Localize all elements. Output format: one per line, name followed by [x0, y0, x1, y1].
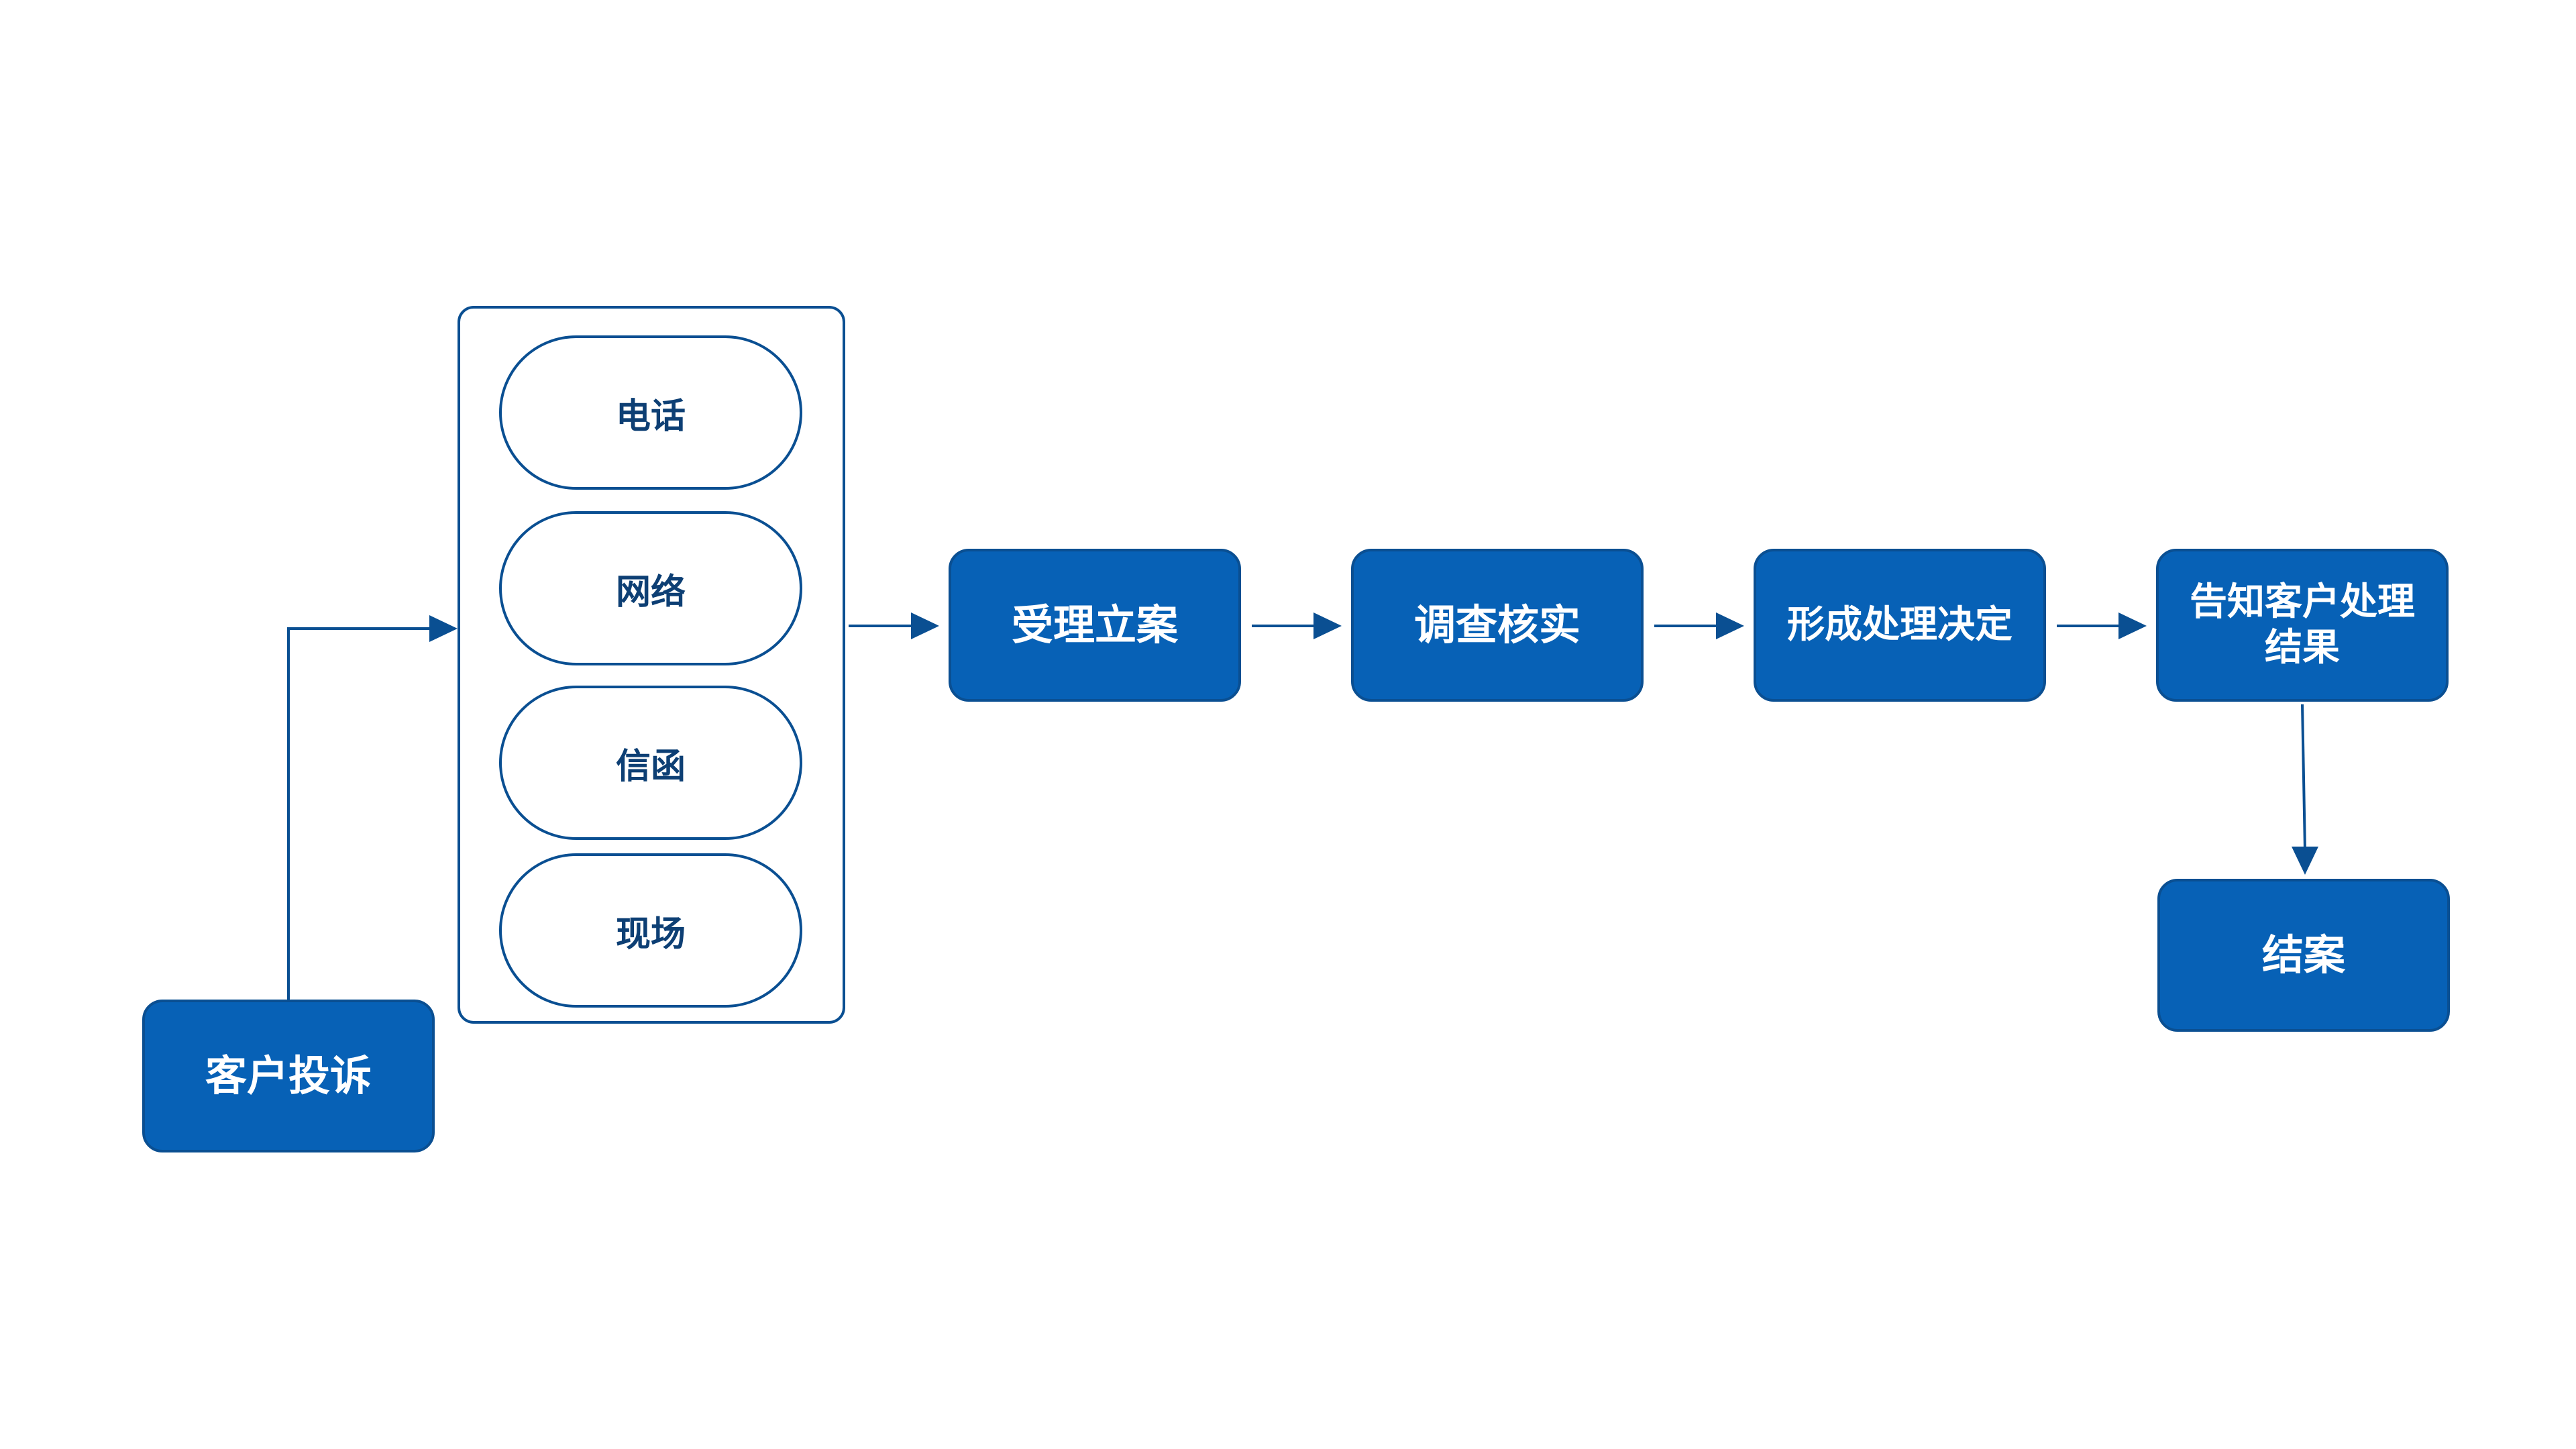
node-notify-label-line2: 结果: [2265, 626, 2340, 669]
node-complaint-label: 客户投诉: [205, 1051, 372, 1100]
channel-letter-label: 信函: [615, 746, 686, 787]
channel-phone-label: 电话: [615, 396, 686, 437]
node-decide: 形成处理决定: [1754, 549, 2046, 702]
arrow-complaint-to-channels: [287, 627, 433, 1000]
node-notify-label-line1: 告知客户处理: [2190, 580, 2415, 624]
node-accept: 受理立案: [949, 549, 1241, 702]
arrowhead-accept-to-investigate: [1313, 612, 1342, 639]
arrowhead-investigate-to-decide: [1716, 612, 1744, 639]
arrowhead-complaint-to-channels: [429, 615, 458, 642]
channel-onsite-label: 现场: [615, 914, 686, 955]
arrowhead-channels-to-accept: [911, 612, 939, 639]
channel-onsite: 现场: [499, 853, 802, 1008]
node-investigate: 调查核实: [1351, 549, 1644, 702]
arrow-notify-to-close: [2301, 704, 2306, 851]
arrowhead-decide-to-notify: [2118, 612, 2147, 639]
channel-network-label: 网络: [615, 572, 686, 612]
channel-letter: 信函: [499, 686, 802, 840]
node-decide-label: 形成处理决定: [1787, 603, 2012, 647]
node-close: 结案: [2157, 879, 2450, 1032]
node-notify: 告知客户处理 结果: [2156, 549, 2449, 702]
channel-phone: 电话: [499, 335, 802, 490]
node-investigate-label: 调查核实: [1413, 600, 1580, 649]
node-close-label: 结案: [2261, 930, 2345, 979]
arrowhead-notify-to-close: [2292, 847, 2318, 875]
channel-network: 网络: [499, 511, 802, 665]
node-complaint: 客户投诉: [142, 1000, 435, 1152]
node-accept-label: 受理立案: [1011, 600, 1178, 649]
